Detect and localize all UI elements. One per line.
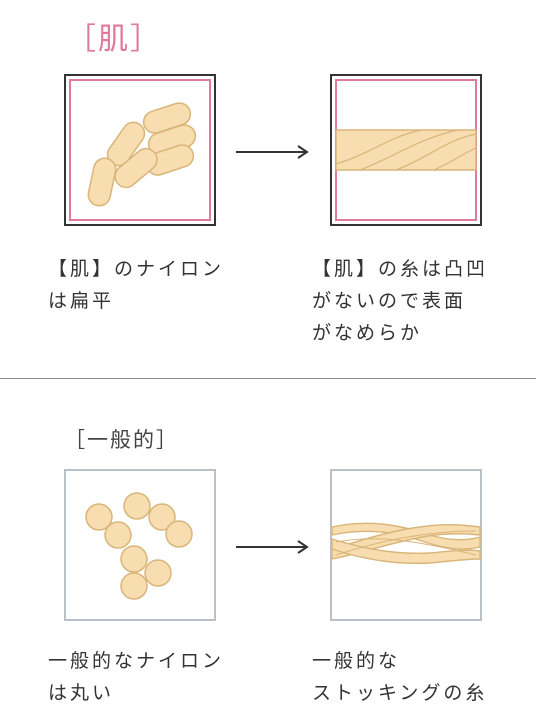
smooth-yarn-band <box>335 129 477 171</box>
section-divider <box>0 378 536 379</box>
round-fiber <box>123 492 151 520</box>
round-fiber <box>165 520 193 548</box>
general-right-caption: 一般的な ストッキングの糸 <box>312 650 488 704</box>
round-fiber <box>148 503 176 531</box>
flat-fiber <box>87 157 117 207</box>
round-fiber <box>144 559 172 587</box>
round-fiber <box>120 572 148 600</box>
general-section-heading: ［一般的］ <box>64 428 179 452</box>
right-arrow-icon <box>236 145 309 159</box>
panel-inner-frame <box>69 79 211 221</box>
twisted-strand <box>331 524 481 560</box>
skin-flat-nylon-panel <box>64 74 216 226</box>
round-fiber <box>120 545 148 573</box>
general-left-caption: 一般的なナイロン は丸い <box>48 650 225 704</box>
general-stocking-yarn-panel <box>330 469 482 621</box>
skin-right-caption: 【肌】の糸は凸凹 がないので表面 がなめらか <box>312 258 489 344</box>
flat-fiber <box>114 147 158 189</box>
general-round-nylon-panel <box>64 469 216 621</box>
round-fiber <box>104 521 132 549</box>
twisted-strand <box>331 538 481 565</box>
skin-smooth-yarn-panel <box>330 74 482 226</box>
skin-section-heading: ［肌］ <box>66 22 162 57</box>
round-fiber <box>85 503 113 531</box>
skin-left-caption: 【肌】のナイロン は扁平 <box>48 258 225 312</box>
right-arrow-icon <box>236 540 309 554</box>
